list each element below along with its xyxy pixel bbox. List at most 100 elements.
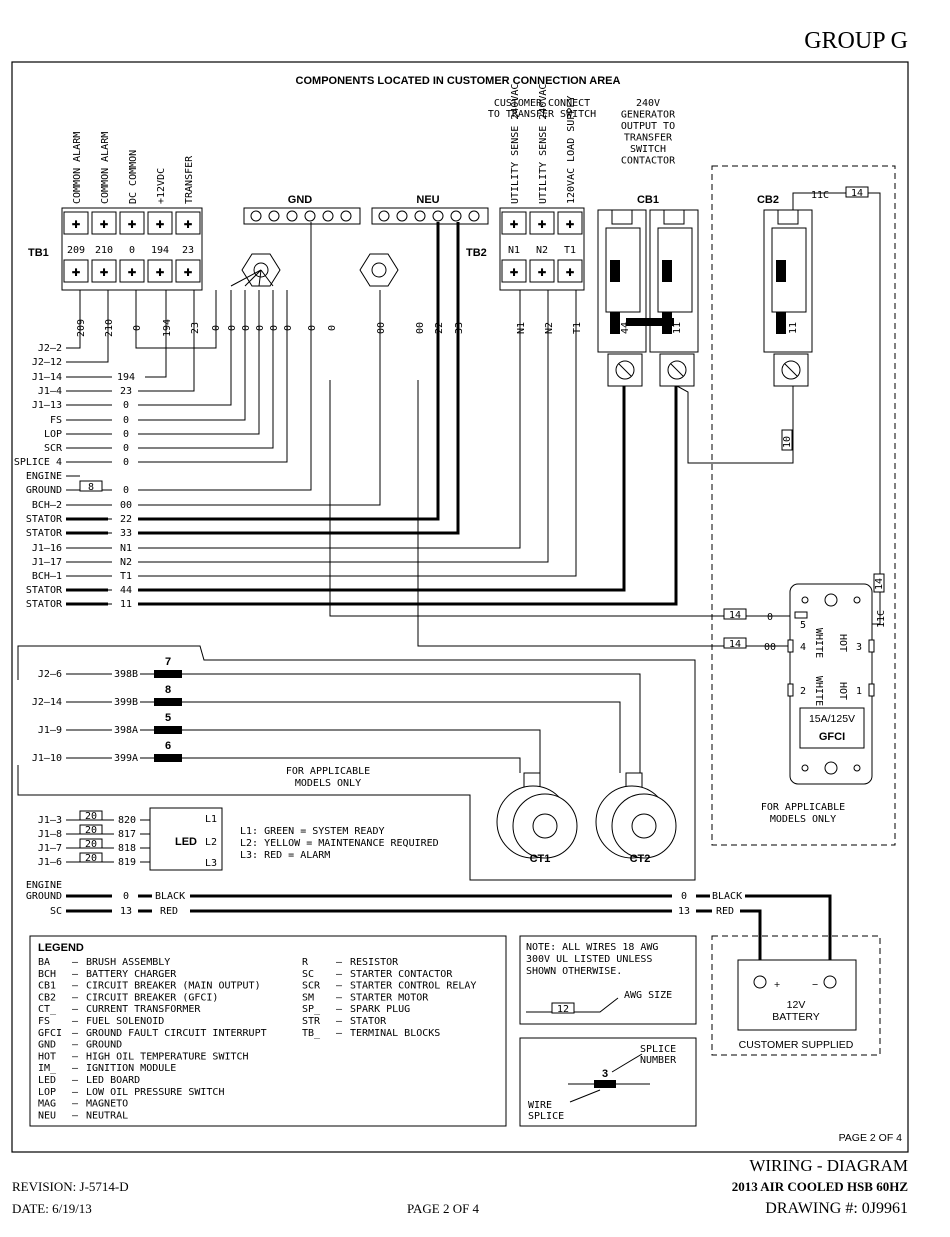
legend-abbr-7: GND xyxy=(38,1040,56,1051)
harness-label-18: STATOR xyxy=(26,599,63,610)
tb1-term-3: 194 xyxy=(151,245,169,256)
gfci-receptacle: 15A/125V GFCI 5 4 3 2 1 WHITE HOT WHITE … xyxy=(761,583,875,825)
legend-desc-2: CIRCUIT BREAKER (MAIN OUTPUT) xyxy=(86,981,261,992)
batt-black-left: BLACK xyxy=(155,891,185,902)
led-row-wire-2: 818 xyxy=(118,843,136,854)
legend-abbr-9: IM_ xyxy=(38,1063,57,1074)
wire-num-0: 209 xyxy=(76,319,87,337)
legend-dash: – xyxy=(72,1087,79,1098)
legend-title: LEGEND xyxy=(38,942,84,954)
legend-abbr-10: LED xyxy=(38,1075,56,1086)
batt-black-right: BLACK xyxy=(712,891,742,902)
tb2-term-0: N1 xyxy=(508,245,520,256)
tb2-screw-icon: ✚ xyxy=(538,219,547,231)
tb1-screw-icon: ✚ xyxy=(184,219,193,231)
splice-key-label-2: NUMBER xyxy=(640,1055,677,1066)
note-awg-label: AWG SIZE xyxy=(624,990,672,1001)
footer-page: PAGE 2 OF 4 xyxy=(407,1201,480,1216)
group-title: GROUP G xyxy=(804,28,908,54)
battery-circuit: ENGINE GROUND SC 0 13 BLACK RED 0 13 BLA… xyxy=(26,880,881,1056)
ct-dashed-border: FOR APPLICABLE MODELS ONLY xyxy=(17,645,696,881)
gfci-label: GFCI xyxy=(819,731,845,743)
ct-row-wire-0: 398B xyxy=(114,669,138,680)
engine-ground-2: GROUND xyxy=(26,891,62,902)
tb1-screw-icon: ✚ xyxy=(100,267,109,279)
legend-dash: – xyxy=(336,981,343,992)
gfci-pin-4: 4 xyxy=(800,642,806,653)
wire-num-6: 0 xyxy=(227,325,238,331)
tb2-screw-icon: ✚ xyxy=(510,219,519,231)
legend-abbr-8: HOT xyxy=(38,1051,56,1062)
note-box: NOTE: ALL WIRES 18 AWG 300V UL LISTED UN… xyxy=(519,935,697,1025)
harness-wire-16: T1 xyxy=(120,571,132,582)
tb1-screw-icon: ✚ xyxy=(72,219,81,231)
harness-wire-13: 33 xyxy=(120,528,132,539)
legend-abbr-13: NEU xyxy=(38,1110,56,1121)
wire-num-8: 0 xyxy=(255,325,266,331)
harness-wire-11: 00 xyxy=(120,500,132,511)
legend-dash: – xyxy=(72,957,79,968)
splice-8-box: 8 xyxy=(79,480,103,493)
tb2-caption-1: CUSTOMER CONNECT xyxy=(494,98,590,109)
gfci-rating: 15A/125V xyxy=(809,713,855,725)
batt-plus: + xyxy=(774,979,780,991)
led-note-3: L3: RED = ALARM xyxy=(240,850,330,861)
harness-wire-6: 0 xyxy=(123,429,129,440)
harness-label-2: J1–14 xyxy=(32,372,62,383)
gfci-pin-1: 1 xyxy=(856,686,862,697)
harness-wire-8: 0 xyxy=(123,457,129,468)
legend-abbr-3: CB2 xyxy=(38,992,56,1003)
splice-key-num: 3 xyxy=(602,1068,608,1080)
led-pin-l3: L3 xyxy=(205,858,217,869)
wire-num-12: 0 xyxy=(327,325,338,331)
gfci-hot-1: HOT xyxy=(837,634,848,652)
bus-screw-icon xyxy=(378,210,390,222)
harness-label-0: J2–2 xyxy=(38,343,62,354)
page-box: PAGE 2 OF 4 xyxy=(839,1132,903,1144)
ct-note-1: FOR APPLICABLE xyxy=(286,766,370,777)
bus-screw-icon xyxy=(322,210,334,222)
legend-dash: – xyxy=(72,981,79,992)
cb2-label: CB2 xyxy=(757,194,779,206)
ct-row-wire-1: 399B xyxy=(114,697,138,708)
harness-label-8: SPLICE 4 xyxy=(14,457,62,468)
tb2-col-label-0: UTILITY SENSE 240VAC xyxy=(510,84,521,204)
bus-screw-icon xyxy=(340,210,352,222)
legend-r-desc-3: STARTER MOTOR xyxy=(350,992,429,1003)
tb1-screw-icon: ✚ xyxy=(128,267,137,279)
harness-wire-3: 23 xyxy=(120,386,132,397)
bus-screw-icon xyxy=(396,210,408,222)
ct-splice-num-3: 6 xyxy=(165,740,171,752)
harness-wire-15: N2 xyxy=(120,557,132,568)
legend-desc-11: LOW OIL PRESSURE SWITCH xyxy=(86,1087,224,1098)
legend-dash: – xyxy=(336,1028,343,1039)
legend-dash: – xyxy=(72,1016,79,1027)
harness-label-14: J1–16 xyxy=(32,543,62,554)
note-awg-num: 12 xyxy=(557,1004,569,1015)
legend-desc-0: BRUSH ASSEMBLY xyxy=(86,957,170,968)
legend-dash: – xyxy=(336,1016,343,1027)
tb2-screw-icon: ✚ xyxy=(566,219,575,231)
batt-wire-0-right: 0 xyxy=(681,891,687,902)
legend-desc-13: NEUTRAL xyxy=(86,1110,128,1121)
awg-10: 10 xyxy=(782,436,793,448)
led-row-wire-1: 817 xyxy=(118,829,136,840)
legend-desc-3: CIRCUIT BREAKER (GFCI) xyxy=(86,992,218,1003)
legend-abbr-4: CT_ xyxy=(38,1004,57,1015)
battery-name-1: 12V xyxy=(787,999,806,1011)
led-row-awg-2: 20 xyxy=(85,839,97,850)
tb1-term-2: 0 xyxy=(129,245,135,256)
gfci-pin-3: 3 xyxy=(856,642,862,653)
legend-dash: – xyxy=(72,1063,79,1074)
legend-dash: – xyxy=(72,992,79,1003)
tb2-terminal-block: CUSTOMER CONNECT TO TRANSFER SWITCH TB2 … xyxy=(466,84,596,291)
bus-screw-icon xyxy=(432,210,444,222)
bus-screw-icon xyxy=(286,210,298,222)
wire-num-9: 0 xyxy=(269,325,280,331)
cb1-caption-4: SWITCH xyxy=(630,144,666,155)
ct-splice-num-1: 8 xyxy=(165,684,171,696)
wire-num-17: N1 xyxy=(516,322,527,334)
